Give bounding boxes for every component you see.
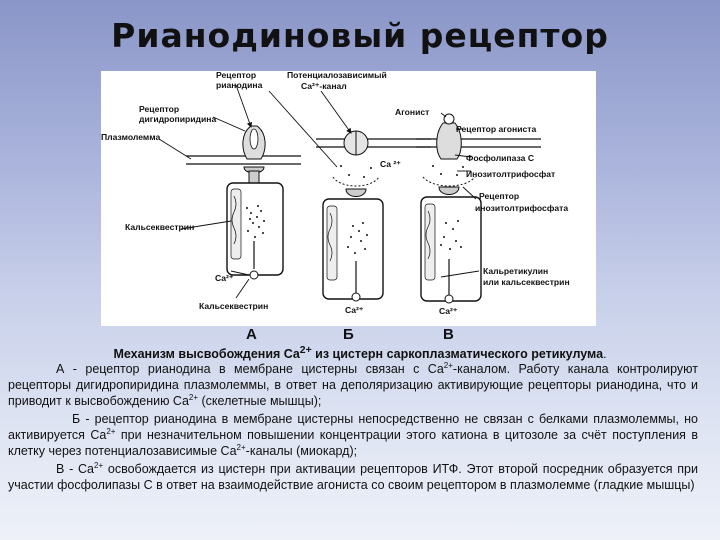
label-ip3: Инозитолтрифосфат — [466, 169, 555, 179]
panel-letter-c: В — [443, 326, 454, 343]
label-ryanodine-receptor-2: рианодина — [216, 80, 263, 90]
paragraph-c: В - Ca2+ освобождается из цистерн при ак… — [8, 460, 698, 492]
label-ip3-receptor-2: инозитолтрифосфата — [475, 203, 568, 213]
label-dhp-receptor-2: дигидропиридина — [139, 114, 216, 124]
panel-a-schematic — [186, 125, 301, 280]
panel-letter-b: Б — [343, 326, 354, 343]
label-ryanodine-receptor: Рецептор — [216, 71, 256, 80]
label-phospholipase: Фосфолипаза С — [466, 153, 534, 163]
label-calreticulin: Кальретикулин — [483, 266, 548, 276]
label-plasmolemma: Плазмолемма — [101, 132, 160, 142]
label-dhp-receptor: Рецептор — [139, 104, 179, 114]
panel-letter-a: А — [246, 326, 257, 343]
label-calreticulin-2: или кальсеквестрин — [483, 277, 570, 287]
panel-b-schematic — [316, 130, 431, 302]
receptor-diagram: Рецептор рианодина Потенциалозависимый C… — [101, 71, 596, 326]
figure-caption: Механизм высвобождения Ca2+ из цистерн с… — [113, 345, 607, 362]
label-ca-a: Ca²⁺ — [215, 273, 234, 283]
paragraph-a: А - рецептор рианодина в мембране цистер… — [8, 360, 698, 408]
slide-title: Рианодиновый рецептор — [111, 16, 609, 55]
label-ca-c-bottom: Ca²⁺ — [439, 306, 458, 316]
panel-c-schematic — [416, 113, 541, 304]
label-agonist: Агонист — [395, 107, 429, 117]
label-ca-b-top: Ca ²⁺ — [380, 159, 401, 169]
paragraph-b: Б - рецептор рианодина в мембране цистер… — [8, 412, 698, 458]
label-ip3-receptor: Рецептор — [479, 191, 519, 201]
label-voltage-channel-2: Ca²⁺-канал — [301, 81, 347, 91]
label-voltage-channel: Потенциалозависимый — [287, 71, 387, 80]
label-agonist-receptor: Рецептор агониста — [456, 124, 536, 134]
label-ca-b-bottom: Ca²⁺ — [345, 305, 364, 315]
label-calsequestrin-bottom: Кальсеквестрин — [199, 301, 268, 311]
label-calsequestrin: Кальсеквестрин — [125, 222, 194, 232]
